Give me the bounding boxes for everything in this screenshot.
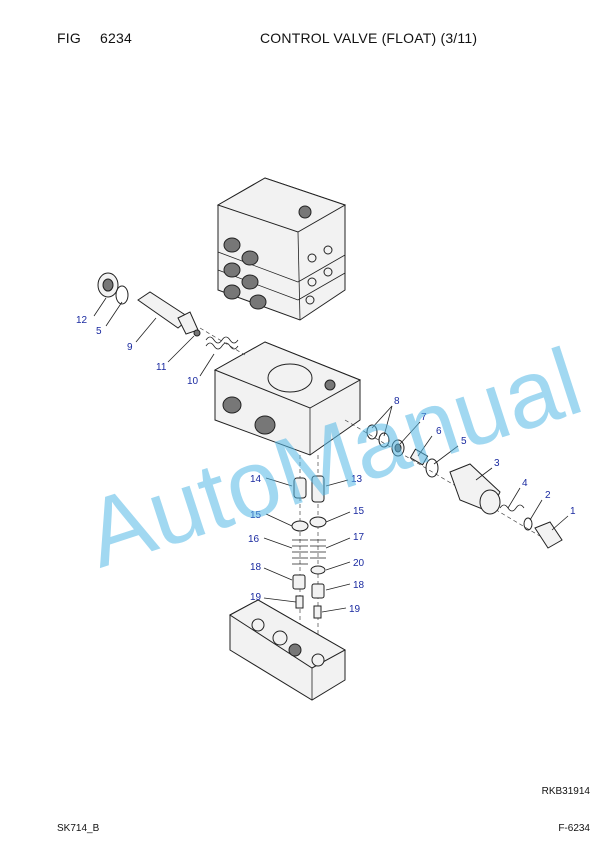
callout-12: 12 (76, 315, 88, 326)
callout-18-left: 18 (250, 562, 262, 573)
callout-3: 3 (494, 458, 500, 469)
callout-19-left: 19 (250, 592, 262, 603)
watermark: AutoManual (73, 328, 593, 588)
callout-9: 9 (127, 342, 133, 353)
callout-20: 20 (353, 558, 365, 569)
callout-11: 11 (156, 362, 167, 373)
bottom-plate (229, 599, 347, 701)
callout-8: 8 (394, 396, 400, 407)
fig-number: 6234 (100, 30, 132, 46)
callout-7: 7 (421, 412, 427, 423)
lower-parts (291, 475, 327, 619)
callout-15-left: 15 (250, 510, 262, 521)
fig-label: FIG (57, 30, 81, 46)
left-parts (97, 272, 239, 350)
model-code: SK714_B (57, 823, 100, 834)
page-code: F-6234 (558, 823, 590, 834)
callout-6: 6 (436, 426, 442, 437)
callout-19-right: 19 (349, 604, 361, 615)
leader-lines (93, 297, 569, 613)
callout-2: 2 (545, 490, 551, 501)
callout-14: 14 (250, 474, 262, 485)
callout-15-right: 15 (353, 506, 365, 517)
upper-valve-block (216, 177, 347, 321)
callout-13: 13 (351, 474, 363, 485)
callout-numbers: 12 5 9 11 10 8 7 6 5 3 4 2 1 14 13 15 15… (76, 315, 576, 615)
callout-16: 16 (248, 534, 260, 545)
callout-10: 10 (187, 376, 199, 387)
callout-17: 17 (353, 532, 365, 543)
reference-code: RKB31914 (541, 786, 590, 797)
page-title: CONTROL VALVE (FLOAT) (3/11) (260, 30, 478, 46)
callout-1: 1 (570, 506, 576, 517)
callout-18-right: 18 (353, 580, 365, 591)
callout-5-left: 5 (96, 326, 102, 337)
callout-5-right: 5 (461, 436, 467, 447)
callout-4: 4 (522, 478, 528, 489)
right-parts (366, 424, 563, 549)
main-valve-body (213, 341, 362, 456)
